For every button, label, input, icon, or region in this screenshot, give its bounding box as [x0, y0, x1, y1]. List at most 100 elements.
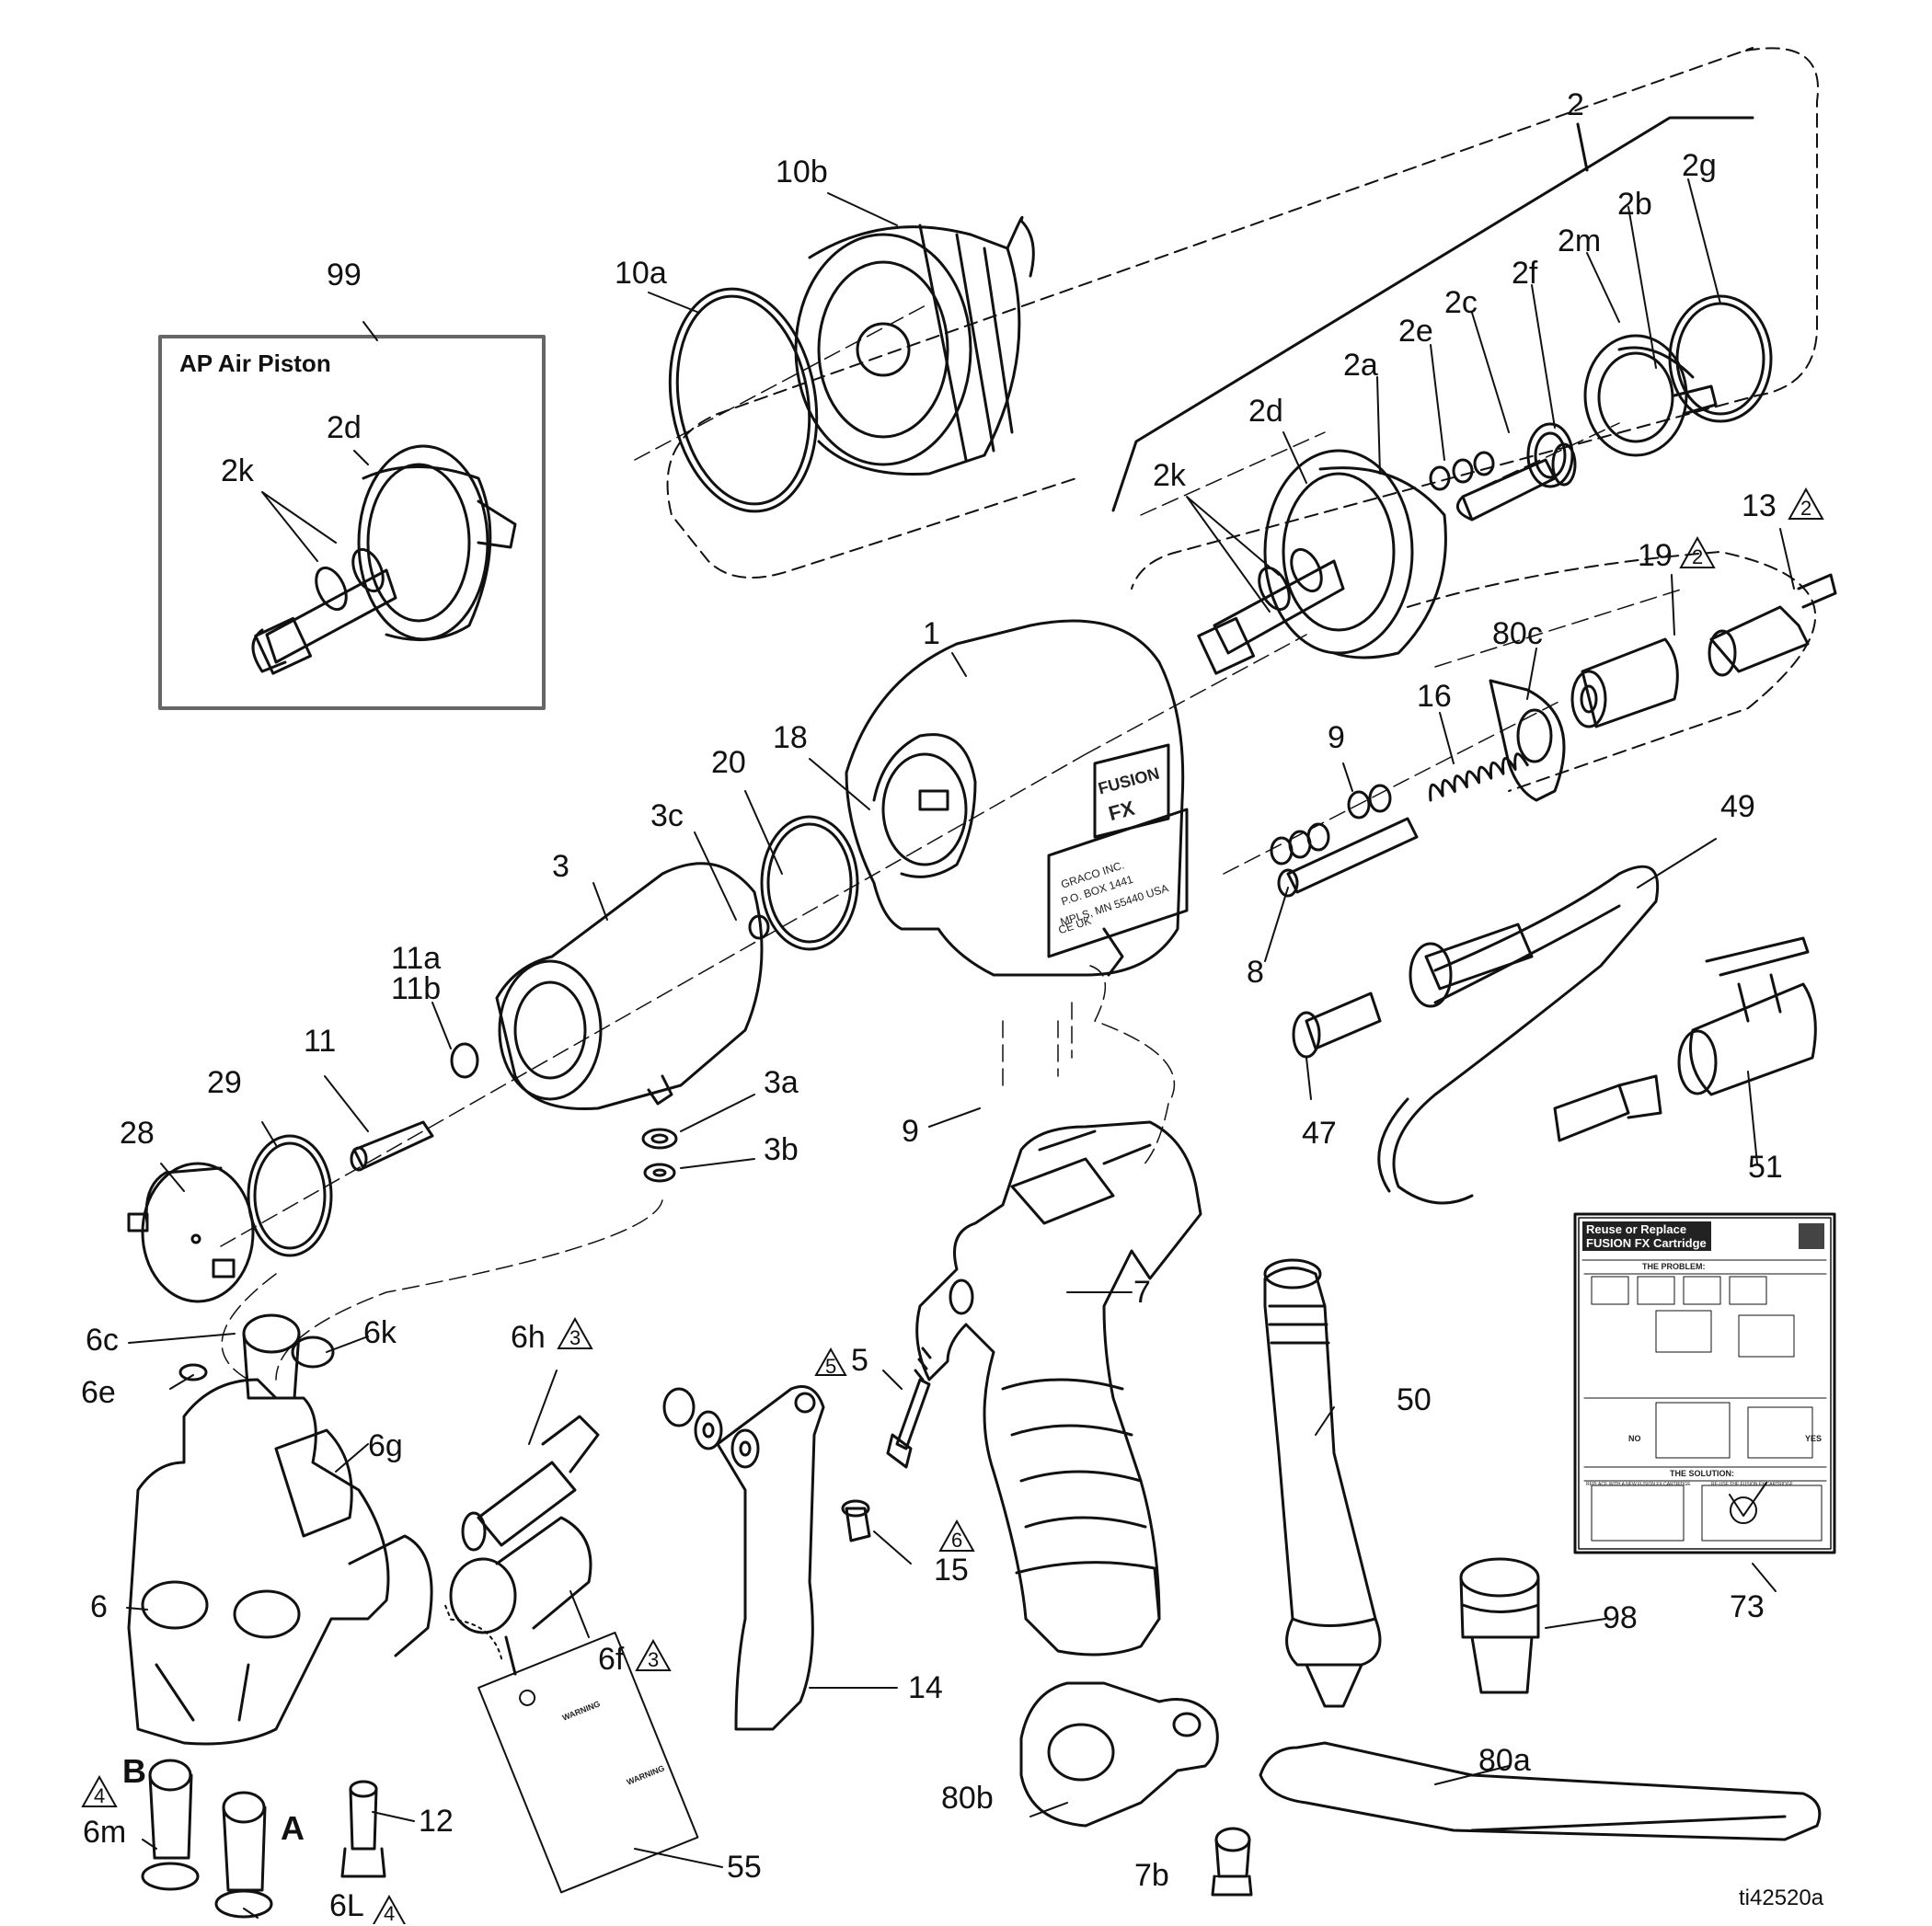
assembly-outline-dashed — [666, 47, 1819, 590]
label-3: 3 — [552, 849, 569, 884]
card-solution-heading: THE SOLUTION: — [1670, 1469, 1734, 1478]
part-16 — [1429, 752, 1529, 802]
label-B: B — [122, 1752, 146, 1790]
inset-air-piston — [251, 444, 517, 675]
label-18: 18 — [773, 720, 808, 755]
note-3-b: 3 — [648, 1648, 660, 1671]
part-7-handle — [915, 1120, 1202, 1657]
label-80c: 80c — [1492, 616, 1543, 651]
label-9-lower: 9 — [902, 1114, 919, 1149]
label-6L: 6L — [329, 1888, 364, 1923]
note-3-a: 3 — [569, 1326, 581, 1349]
note-6: 6 — [951, 1529, 963, 1552]
label-2a: 2a — [1343, 348, 1378, 383]
part-14-trigger — [716, 1385, 825, 1731]
part-51 — [1677, 936, 1817, 1096]
note-2-triangle — [1788, 487, 1824, 520]
part-6f — [449, 1516, 592, 1676]
label-19: 19 — [1638, 538, 1673, 573]
part-10a — [668, 287, 819, 513]
part-55-tag — [443, 1601, 699, 1894]
label-2g: 2g — [1682, 148, 1717, 183]
part-20 — [760, 815, 859, 951]
label-1: 1 — [923, 616, 940, 651]
card-73-border — [1573, 1212, 1836, 1554]
label-8: 8 — [1247, 955, 1264, 990]
card-title-1: Reuse or Replace — [1586, 1222, 1687, 1236]
note-5-triangle — [814, 1347, 847, 1376]
label-10b: 10b — [776, 155, 828, 189]
label-6c: 6c — [86, 1323, 119, 1358]
label-6e: 6e — [81, 1375, 116, 1410]
part-11b — [450, 1042, 479, 1079]
part-11 — [352, 1120, 434, 1170]
part-12 — [340, 1780, 386, 1878]
part-6g — [274, 1428, 353, 1538]
label-7: 7 — [1133, 1275, 1151, 1310]
label-80b: 80b — [941, 1781, 994, 1816]
label-9-upper: 9 — [1328, 720, 1345, 755]
note-3b-triangle — [635, 1639, 672, 1671]
label-29: 29 — [207, 1065, 242, 1100]
part-2e — [1429, 465, 1451, 491]
label-2f: 2f — [1512, 256, 1538, 291]
label-80a: 80a — [1478, 1743, 1531, 1778]
part-80b — [1019, 1681, 1219, 1828]
label-2c: 2c — [1444, 285, 1478, 320]
part-50-cartridge — [1263, 1258, 1382, 1708]
label-98: 98 — [1603, 1600, 1638, 1635]
part-10b — [794, 215, 1035, 476]
label-51: 51 — [1748, 1150, 1783, 1185]
note-4-a: 4 — [94, 1784, 106, 1807]
label-11b: 11b — [391, 971, 442, 1006]
part-49-hose — [1392, 865, 1660, 1205]
part-3 — [495, 862, 764, 1111]
part-6c — [242, 1313, 335, 1400]
part-3b — [643, 1163, 676, 1183]
label-6: 6 — [90, 1589, 108, 1624]
label-2k: 2k — [1153, 458, 1186, 493]
label-12: 12 — [419, 1804, 454, 1839]
inset-box-99 — [158, 335, 546, 710]
card-yes-label: YES — [1805, 1434, 1823, 1443]
part-15 — [845, 1507, 871, 1542]
part-7b — [1211, 1827, 1253, 1897]
part-3a — [641, 1128, 678, 1150]
label-49: 49 — [1720, 789, 1755, 824]
label-2d: 2d — [1248, 394, 1283, 429]
note-5: 5 — [825, 1355, 837, 1378]
label-6f: 6f — [598, 1642, 625, 1677]
part-98 — [1459, 1557, 1540, 1694]
label-10a: 10a — [615, 256, 667, 291]
part-5 — [886, 1378, 931, 1469]
label-20: 20 — [711, 745, 746, 780]
label-7b: 7b — [1134, 1858, 1169, 1893]
label-3a: 3a — [764, 1065, 799, 1100]
label-3b: 3b — [764, 1132, 799, 1167]
part-2m — [1583, 334, 1718, 457]
inset-title: AP Air Piston — [179, 350, 331, 377]
label-99: 99 — [327, 258, 362, 292]
label-6h: 6h — [511, 1320, 546, 1355]
part-6h — [461, 1415, 600, 1552]
bracket-2 — [1111, 116, 1754, 512]
label-11: 11 — [304, 1024, 337, 1059]
label-15: 15 — [934, 1553, 969, 1588]
label-73: 73 — [1730, 1589, 1765, 1624]
card-title-2: FUSION FX Cartridge — [1586, 1236, 1707, 1250]
note-2b-triangle — [1679, 536, 1716, 568]
part-2f — [1526, 422, 1574, 488]
label-16: 16 — [1417, 679, 1452, 714]
label-14: 14 — [908, 1670, 943, 1705]
part-80c — [1489, 679, 1566, 802]
label-2m: 2m — [1558, 224, 1602, 258]
label-2b: 2b — [1617, 187, 1652, 222]
note-6-triangle — [938, 1519, 975, 1552]
note-2-b: 2 — [1692, 545, 1704, 568]
label-2d-inset: 2d — [327, 410, 362, 445]
label-55: 55 — [727, 1850, 762, 1885]
card-no-label: NO — [1628, 1434, 1641, 1443]
part-80a — [1259, 1741, 1822, 1841]
label-6m: 6m — [83, 1815, 127, 1850]
